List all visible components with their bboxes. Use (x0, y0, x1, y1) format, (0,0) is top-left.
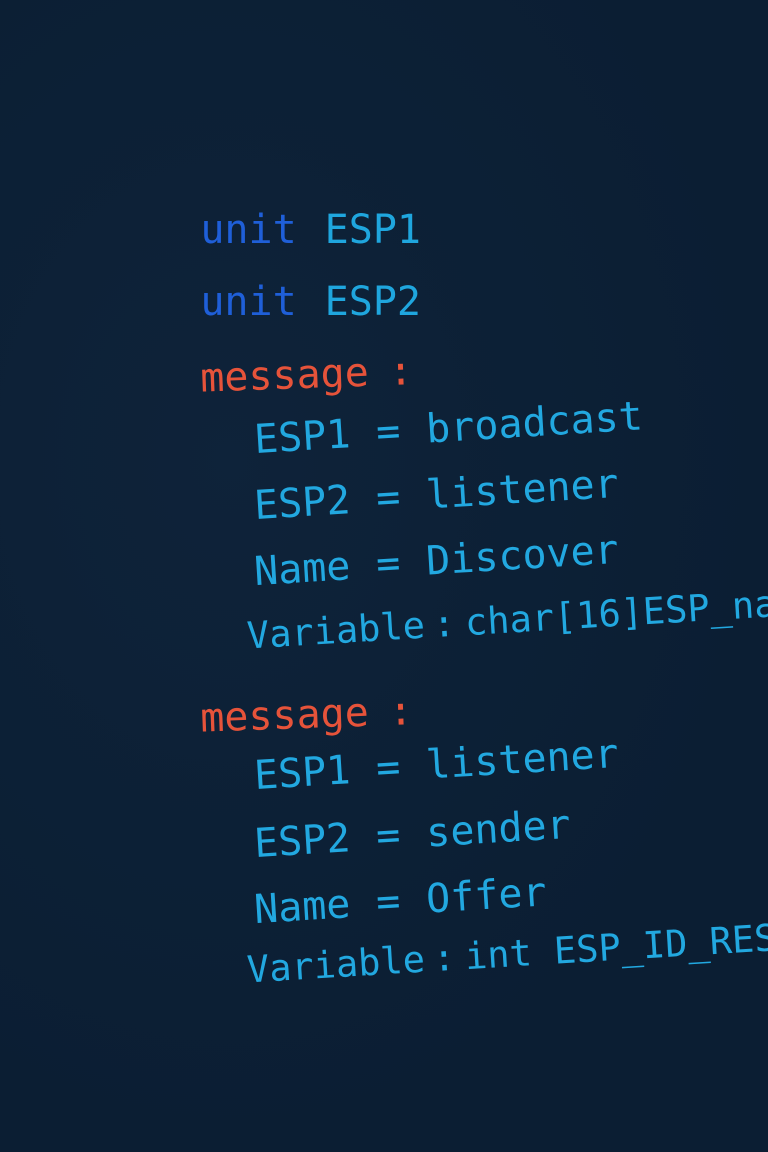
field-operator: : (431, 935, 457, 981)
unit-name: ESP2 (324, 279, 421, 325)
field-key: Variable (245, 603, 427, 658)
field-value: char[16]ESP_nae (463, 580, 768, 645)
unit-keyword: unit (200, 207, 297, 253)
field-value: int ESP_ID_RES (463, 916, 768, 979)
field-operator: : (431, 601, 457, 647)
unit-declaration: unit ESP1 (104, 170, 421, 290)
unit-keyword: unit (200, 279, 297, 325)
field-key: Variable (245, 937, 427, 992)
unit-name: ESP1 (324, 207, 421, 253)
unit-declaration: unit ESP2 (104, 242, 421, 362)
